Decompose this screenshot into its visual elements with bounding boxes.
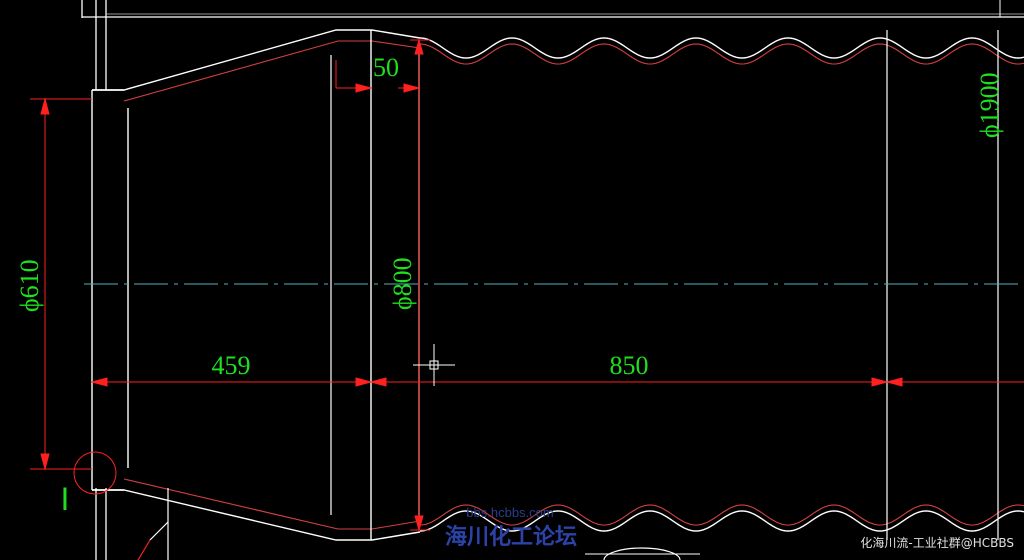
cone-reducer [92, 29, 372, 541]
support-bracket [137, 488, 169, 560]
bellows-wave-1 [419, 43, 1024, 65]
section-lines [886, 30, 999, 540]
dimension-d800 [410, 38, 430, 532]
dimension-d1900-text: ϕ1900 [975, 72, 1004, 138]
bellows-wave-2 [419, 510, 1024, 532]
watermark-corner: 化海川流-工业社群@HCBBS [860, 535, 1014, 550]
dimension-d610-text: ϕ610 [15, 259, 44, 312]
dimension-len50 [335, 60, 421, 93]
dimension-len459 [90, 377, 373, 387]
watermark-forum: 海川化工论坛 [445, 524, 577, 550]
watermark-url: bbs.hcbbs.com [466, 505, 553, 520]
left-wall [81, 0, 107, 560]
bellows-expansion-joint [419, 37, 1024, 532]
dimension-d800-text: ϕ800 [388, 257, 417, 310]
bellows-wave-3 [419, 504, 1024, 526]
dimension-len459-text: 459 [212, 351, 251, 380]
bellows-wave-0 [419, 37, 1024, 59]
dimension-len50-text: 50 [373, 53, 399, 82]
detail-callout-circle[interactable] [73, 451, 117, 495]
detail-callout-label: I [61, 481, 70, 517]
dimension-d610 [30, 97, 92, 471]
inlet-pipe-stub [91, 89, 129, 491]
bottom-nozzle [603, 547, 681, 560]
dimension-len850 [369, 377, 1024, 387]
cursor-crosshair-icon [413, 344, 455, 386]
top-frame [82, 0, 1024, 18]
dimension-len850-text: 850 [610, 351, 649, 380]
